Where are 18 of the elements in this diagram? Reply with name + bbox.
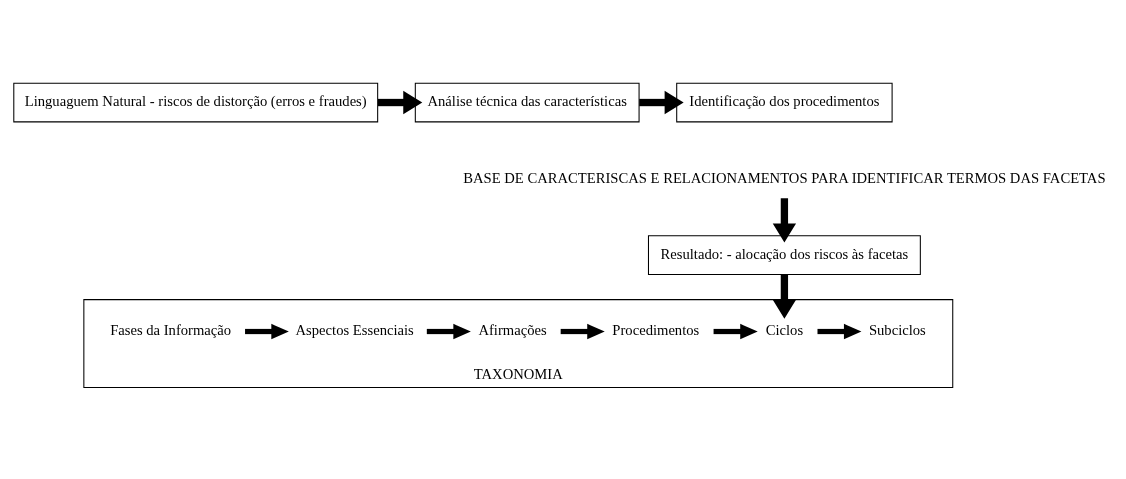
arrow xyxy=(426,323,471,340)
arrow xyxy=(713,323,758,340)
node-box: Identificação dos procedimentos xyxy=(676,82,893,123)
node-text: Afirmações xyxy=(478,322,547,339)
node-box: Análise técnica das características xyxy=(414,82,640,123)
node-text: Aspectos Essenciais xyxy=(295,322,414,339)
node-box: Resultado: - alocação dos riscos às facetas xyxy=(647,235,921,276)
node-text: Ciclos xyxy=(765,322,804,339)
node-text: Procedimentos xyxy=(612,322,700,339)
node-text: BASE DE CARACTERISCAS E RELACIONAMENTOS PARA IDENTIFICAR TERMOS DAS FACETAS xyxy=(463,169,1106,186)
node-text: Fases da Informação xyxy=(110,322,232,339)
node-text: Subciclos xyxy=(868,322,926,339)
arrow xyxy=(377,90,423,115)
arrow xyxy=(245,323,289,340)
node-box: Linguaguem Natural - riscos de distorção (erros e fraudes) xyxy=(13,82,379,123)
arrow xyxy=(772,274,797,319)
arrow xyxy=(560,323,605,340)
arrow xyxy=(817,323,862,340)
